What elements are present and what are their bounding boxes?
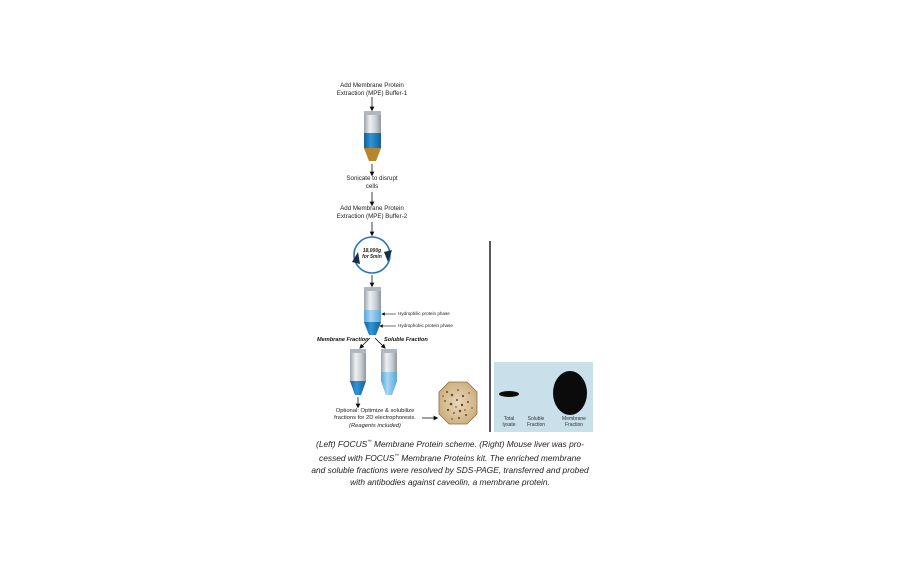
label-membrane-fraction: Membrane Fraction (317, 337, 369, 343)
tube-2 (364, 287, 381, 335)
western-blot (494, 362, 593, 432)
caption-line-4: with antibodies against caveolin, a memb… (350, 477, 550, 488)
soluble-fraction-tube (381, 349, 397, 395)
step-sonicate: Sonicate to disrupt cells (346, 175, 398, 190)
lane-label-membrane-fraction: Membrane Fraction (562, 416, 586, 428)
centrifuge-icon (352, 236, 392, 274)
2d-gel-image (438, 381, 478, 425)
caption-line-1: (Left) FOCUS™ Membrane Protein scheme. (… (316, 438, 584, 449)
band-membrane-fraction (553, 371, 587, 415)
step-add-mpe-buffer-1: Add Membrane Protein Extraction (MPE) Bu… (336, 82, 408, 97)
tube-1 (364, 111, 381, 161)
arrow-split-right (374, 337, 386, 349)
band-total-lysate (499, 391, 519, 397)
label-soluble-fraction: Soluble Fraction (384, 337, 428, 343)
optional-note: Optional: Optimize & solubilize fraction… (334, 408, 416, 429)
figure-caption: (Left) FOCUS™ Membrane Protein scheme. (… (310, 436, 590, 489)
caption-line-3: and soluble fractions were resolved by S… (311, 465, 589, 476)
membrane-fraction-tube (350, 349, 366, 395)
caption-line-2: cessed with FOCUS™ Membrane Proteins kit… (319, 452, 581, 463)
centrifuge-label: 18,000g for 5min (362, 248, 382, 260)
label-hydrophilic-phase: Hydrophilic protein phase (398, 311, 450, 316)
arrow-split-left (359, 337, 371, 349)
step-add-mpe-buffer-2: Add Membrane Protein Extraction (MPE) Bu… (336, 205, 408, 220)
lane-label-soluble-fraction: Soluble Fraction (526, 416, 546, 428)
label-hydrophobic-phase: Hydrophobic protein phase (398, 323, 453, 328)
lane-label-total-lysate: Total lysate (502, 416, 516, 428)
